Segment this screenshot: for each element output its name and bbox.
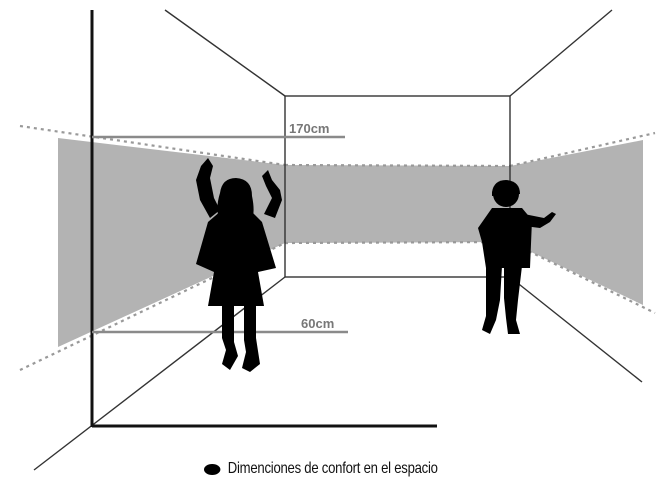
- comfort-band-boundaries: [19, 124, 656, 371]
- lower-boundary-back: [284, 240, 511, 245]
- floor-edge-left: [33, 276, 286, 471]
- boy-silhouette: [478, 180, 556, 334]
- boy-left-leg: [482, 266, 502, 334]
- upper-boundary-back: [284, 163, 511, 168]
- ellipse-bullet-icon: [204, 463, 221, 475]
- room-perspective-lines: [33, 9, 643, 471]
- caption-text: Dimenciones de confort en el espacio: [227, 460, 438, 477]
- lower-height-label: 60cm: [301, 316, 334, 331]
- floor-edge-right: [509, 276, 643, 383]
- girl-right-leg: [242, 304, 260, 372]
- upper-height-label: 170cm: [289, 121, 329, 136]
- girl-right-arm: [262, 170, 282, 218]
- girl-silhouette: [196, 158, 282, 372]
- boy-right-leg: [504, 266, 522, 334]
- front-axes: [90, 10, 437, 428]
- comfort-band-back-wall: [285, 165, 510, 243]
- comfort-band-right-wall: [510, 140, 643, 305]
- girl-left-arm: [196, 158, 220, 218]
- boy-torso: [478, 208, 532, 268]
- ceiling-edge-left: [164, 9, 286, 97]
- ceiling-edge-right: [509, 9, 613, 97]
- lower-boundary-right: [509, 241, 656, 314]
- boy-hair: [492, 180, 520, 196]
- height-reference-lines: [92, 135, 348, 334]
- boy-pointing-arm: [524, 212, 556, 228]
- girl-body: [196, 210, 276, 306]
- caption: Dimenciones de confort en el espacio: [204, 458, 438, 480]
- girl-left-leg: [222, 304, 238, 370]
- upper-boundary-left: [19, 124, 286, 167]
